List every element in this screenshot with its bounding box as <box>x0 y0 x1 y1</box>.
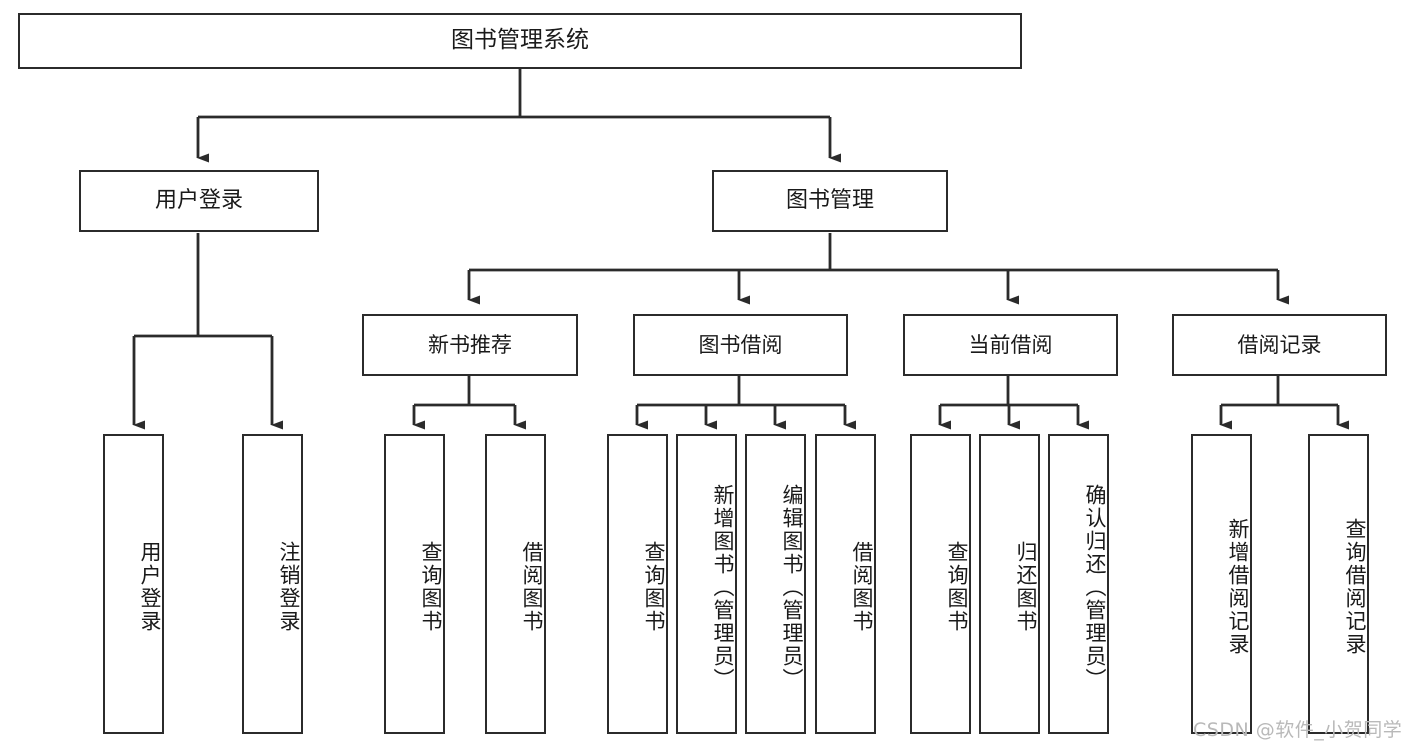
node-label: 图书借阅 <box>698 332 783 357</box>
node-label: 确认归还（管理员） <box>1083 483 1107 691</box>
node-label: 查询图书 <box>642 541 666 633</box>
node-leaf-query-borrow-record[interactable]: 查询借阅记录 <box>1308 434 1369 734</box>
node-label: 新增图书（管理员） <box>711 483 735 691</box>
csdn-watermark: CSDN @软件_小贺同学 <box>1193 719 1403 741</box>
node-label: 查询图书 <box>945 541 969 633</box>
node-label: 查询图书 <box>419 541 443 633</box>
node-current-borrow[interactable]: 当前借阅 <box>903 314 1118 376</box>
node-leaf-borrow-book-recommend[interactable]: 借阅图书 <box>485 434 546 734</box>
node-book-management[interactable]: 图书管理 <box>712 170 948 232</box>
node-leaf-return-book[interactable]: 归还图书 <box>979 434 1040 734</box>
node-label: 新书推荐 <box>428 332 512 357</box>
node-leaf-query-book-recommend[interactable]: 查询图书 <box>384 434 445 734</box>
node-leaf-edit-book-admin[interactable]: 编辑图书（管理员） <box>745 434 806 734</box>
node-leaf-add-borrow-record[interactable]: 新增借阅记录 <box>1191 434 1252 734</box>
node-label: 编辑图书（管理员） <box>780 483 804 691</box>
node-label: 查询借阅记录 <box>1343 518 1367 656</box>
node-leaf-user-login[interactable]: 用户登录 <box>103 434 164 734</box>
node-new-book-recommend[interactable]: 新书推荐 <box>362 314 578 376</box>
node-leaf-logout[interactable]: 注销登录 <box>242 434 303 734</box>
node-label: 注销登录 <box>277 541 301 633</box>
node-borrow-record[interactable]: 借阅记录 <box>1172 314 1387 376</box>
node-leaf-add-book-admin[interactable]: 新增图书（管理员） <box>676 434 737 734</box>
node-label: 图书管理系统 <box>451 27 589 54</box>
node-label: 当前借阅 <box>968 332 1053 357</box>
node-book-borrow[interactable]: 图书借阅 <box>633 314 848 376</box>
node-leaf-borrow-book[interactable]: 借阅图书 <box>815 434 876 734</box>
node-leaf-query-book[interactable]: 查询图书 <box>607 434 668 734</box>
node-label: 用户登录 <box>154 188 243 214</box>
node-label: 借阅记录 <box>1237 332 1322 357</box>
node-leaf-query-book-current[interactable]: 查询图书 <box>910 434 971 734</box>
node-label: 借阅图书 <box>850 541 874 633</box>
node-user-login[interactable]: 用户登录 <box>79 170 319 232</box>
node-label: 用户登录 <box>138 541 162 633</box>
node-label: 图书管理 <box>785 188 874 214</box>
node-root-system[interactable]: 图书管理系统 <box>18 13 1022 69</box>
node-label: 归还图书 <box>1014 541 1038 633</box>
node-leaf-confirm-return-admin[interactable]: 确认归还（管理员） <box>1048 434 1109 734</box>
node-label: 借阅图书 <box>520 541 544 633</box>
node-label: 新增借阅记录 <box>1226 518 1250 656</box>
